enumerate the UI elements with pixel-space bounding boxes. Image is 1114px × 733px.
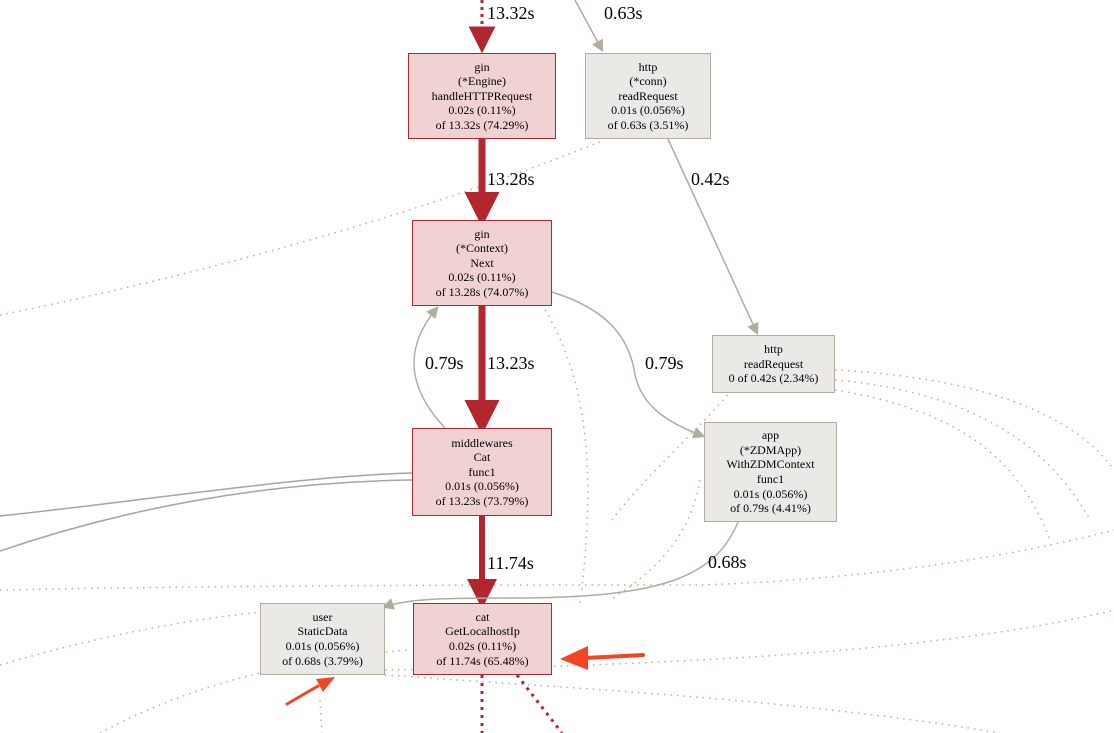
node-line: 0.02s (0.11%) [448,270,516,285]
node-gin-engine[interactable]: gin (*Engine) handleHTTPRequest 0.02s (0… [408,53,556,139]
node-line: readRequest [618,88,678,103]
node-line: of 13.28s (74.07%) [435,284,529,299]
node-line: Cat [473,450,491,465]
node-line: 0.01s (0.056%) [611,103,685,118]
node-http-readrequest[interactable]: http readRequest 0 of 0.42s (2.34%) [712,335,835,393]
node-line: http [764,342,783,357]
node-line: func1 [756,472,785,486]
edge-label-engine-context: 13.28s [487,169,535,189]
node-line: app [761,428,780,443]
node-line: of 13.32s (74.29%) [435,117,529,132]
node-line: 0.01s (0.056%) [285,639,360,653]
edge-label-cat-context: 0.79s [425,353,464,373]
node-line: gin [474,226,490,241]
node-app-zdm[interactable]: app (*ZDMApp) WithZDMContext func1 0.01s… [704,422,837,522]
node-line: GetLocalhostIp [445,624,520,639]
edge-label-context-cat: 13.23s [487,353,535,373]
node-line: user [312,609,333,624]
node-line: of 11.74s (65.48%) [436,653,529,668]
edge-app-staticdata [381,521,739,610]
edge-label-app-staticdata: 0.68s [708,552,747,572]
edge-label-context-app: 0.79s [645,353,684,373]
node-line: (*Engine) [458,74,506,89]
edge-in-conn [574,0,604,53]
node-line: of 0.63s (3.51%) [607,117,689,132]
edge-conn-readrequest [667,138,759,336]
node-line: cat [475,609,490,624]
node-line: readRequest [743,356,804,371]
edge-label-in-engine: 13.32s [487,3,535,23]
node-cat-getlocalhostip[interactable]: cat GetLocalhostIp 0.02s (0.11%) of 11.7… [413,603,552,675]
node-line: handleHTTPRequest [431,88,533,103]
annotation-arrows [285,646,645,706]
node-line: func1 [468,464,496,479]
left-incoming-edges [0,472,413,552]
node-http-conn[interactable]: http (*conn) readRequest 0.01s (0.056%) … [585,53,711,139]
annotation-arrow-right [583,653,645,660]
node-middlewares-cat[interactable]: middlewares Cat func1 0.01s (0.056%) of … [412,428,552,516]
node-line: WithZDMContext [726,457,815,472]
edge-cat-context [413,306,446,429]
node-line: http [638,59,658,74]
node-line: of 0.79s (4.41%) [730,501,811,516]
node-line: Next [470,255,494,270]
node-line: 0.02s (0.11%) [448,639,517,653]
edge-label-conn-readrequest: 0.42s [691,169,730,189]
node-line: (*ZDMApp) [739,442,802,457]
node-line: (*Context) [456,241,508,256]
annotation-arrow-left [285,684,320,706]
node-line: 0 of 0.42s (2.34%) [728,371,819,386]
node-line: StaticData [297,624,348,639]
node-line: (*conn) [629,74,667,89]
node-line: 0.01s (0.056%) [733,486,808,501]
node-line: of 0.68s (3.79%) [282,653,363,668]
edge-label-in-conn: 0.63s [604,3,643,23]
background-dotted-edges [0,139,1114,733]
edge-context-app [551,291,706,439]
node-line: of 13.23s (73.79%) [435,493,529,508]
node-line: 0.02s (0.11%) [448,103,516,118]
outgoing-dotted-edges [480,674,564,733]
node-user-staticdata[interactable]: user StaticData 0.01s (0.056%) of 0.68s … [260,603,385,675]
node-line: middlewares [451,435,513,450]
node-line: 0.01s (0.056%) [445,479,519,494]
edge-label-cat-getlocalhostip: 11.74s [487,553,534,573]
node-gin-context[interactable]: gin (*Context) Next 0.02s (0.11%) of 13.… [412,220,552,306]
node-line: gin [474,59,490,74]
